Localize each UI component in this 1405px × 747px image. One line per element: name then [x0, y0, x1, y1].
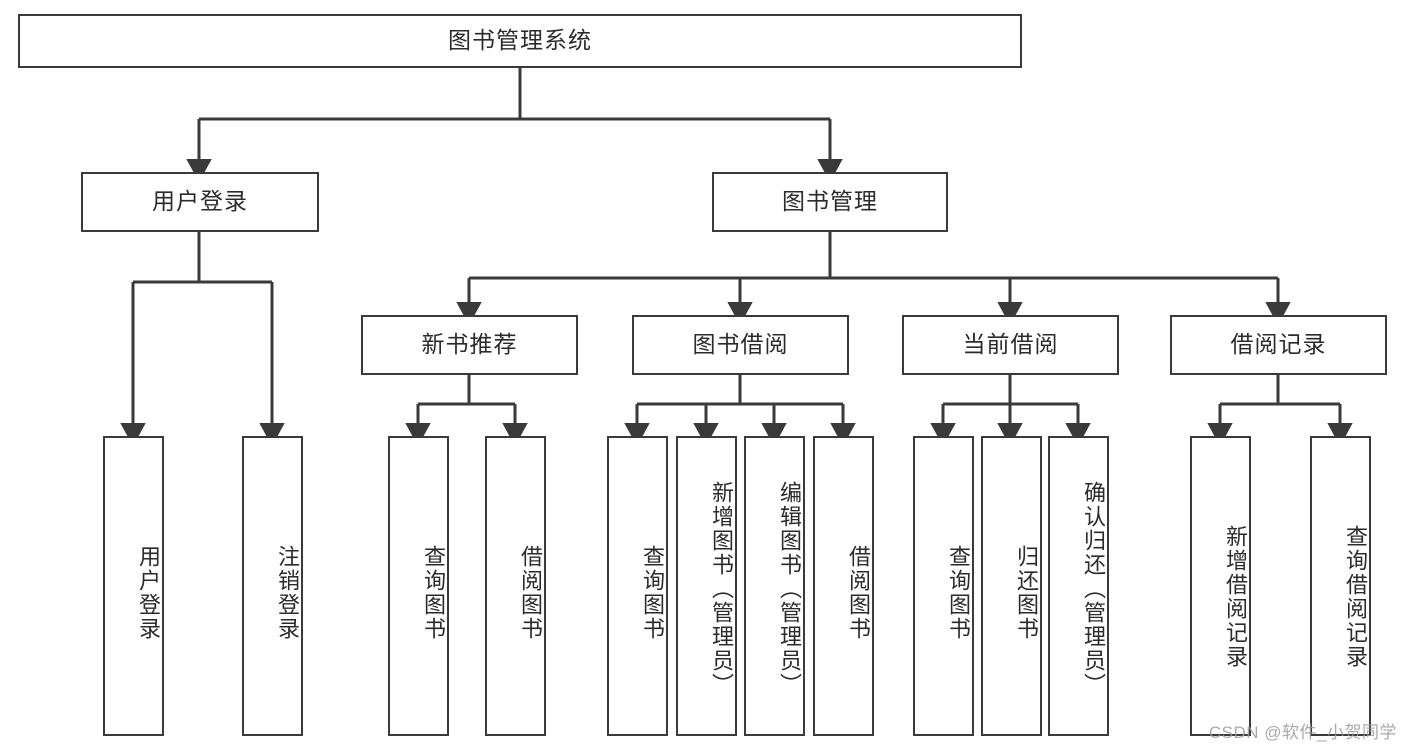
leaf-confirm-return-admin[interactable]: 确认归还（管理员）	[1048, 436, 1109, 736]
leaf-confirm-return-admin-label: 确认归还（管理员）	[1081, 481, 1106, 697]
leaf-query-borrow-record-label: 查询借阅记录	[1343, 525, 1368, 669]
leaf-user-login-label: 用户登录	[136, 545, 161, 641]
leaf-return-book[interactable]: 归还图书	[981, 436, 1042, 736]
leaf-borrow-book-borrow[interactable]: 借阅图书	[813, 436, 874, 736]
leaf-borrow-book-newbook-label: 借阅图书	[518, 545, 543, 641]
leaf-borrow-book-borrow-label: 借阅图书	[846, 545, 871, 641]
leaf-query-book-newbook[interactable]: 查询图书	[388, 436, 449, 736]
node-root[interactable]: 图书管理系统	[18, 14, 1022, 68]
leaf-query-book-borrow-label: 查询图书	[640, 545, 665, 641]
leaf-return-book-label: 归还图书	[1014, 545, 1039, 641]
leaf-edit-book-admin[interactable]: 编辑图书（管理员）	[744, 436, 805, 736]
node-book-management[interactable]: 图书管理	[712, 172, 948, 232]
leaf-query-book-current[interactable]: 查询图书	[913, 436, 974, 736]
leaf-add-borrow-record[interactable]: 新增借阅记录	[1190, 436, 1251, 736]
leaf-add-book-admin-label: 新增图书（管理员）	[709, 481, 734, 697]
node-book-borrow[interactable]: 图书借阅	[632, 315, 849, 375]
node-borrow-record[interactable]: 借阅记录	[1170, 315, 1387, 375]
node-current-borrow[interactable]: 当前借阅	[902, 315, 1119, 375]
leaf-logout-label: 注销登录	[275, 545, 300, 641]
leaf-logout[interactable]: 注销登录	[242, 436, 303, 736]
csdn-watermark: CSDN @软件_小贺同学	[1208, 723, 1397, 742]
leaf-query-book-newbook-label: 查询图书	[421, 545, 446, 641]
leaf-add-book-admin[interactable]: 新增图书（管理员）	[676, 436, 737, 736]
node-new-book-recommendation[interactable]: 新书推荐	[361, 315, 578, 375]
leaf-query-book-borrow[interactable]: 查询图书	[607, 436, 668, 736]
leaf-user-login[interactable]: 用户登录	[103, 436, 164, 736]
node-user-login[interactable]: 用户登录	[81, 172, 319, 232]
leaf-borrow-book-newbook[interactable]: 借阅图书	[485, 436, 546, 736]
leaf-edit-book-admin-label: 编辑图书（管理员）	[777, 481, 802, 697]
leaf-add-borrow-record-label: 新增借阅记录	[1223, 525, 1248, 669]
leaf-query-borrow-record[interactable]: 查询借阅记录	[1310, 436, 1371, 736]
leaf-query-book-current-label: 查询图书	[946, 545, 971, 641]
